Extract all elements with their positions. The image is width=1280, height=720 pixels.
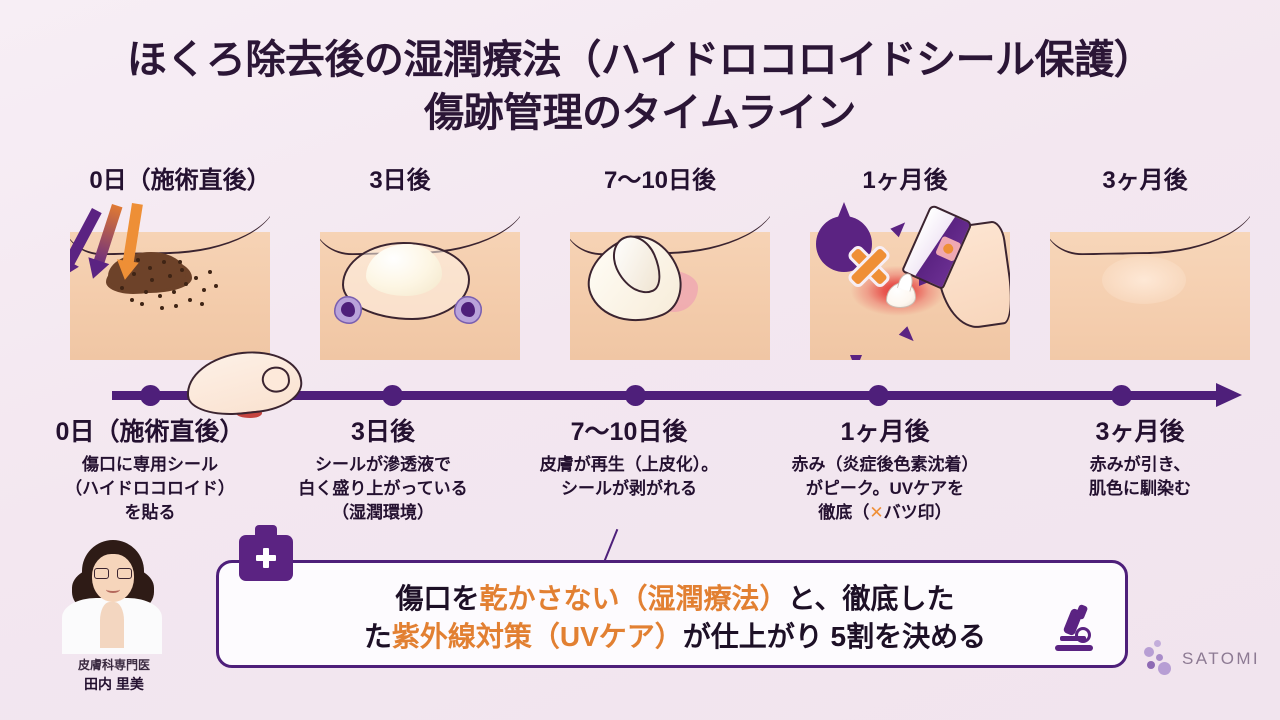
title-line-1: ほくろ除去後の湿潤療法（ハイドロコロイドシール保護）	[126, 38, 1154, 82]
lab-coat	[62, 598, 162, 654]
cross-x-inline-icon: ✕	[869, 503, 884, 523]
callout-line-1: 傷口を乾かさない（湿潤療法）と、徹底した	[219, 585, 1131, 613]
callout-highlight: 紫外線対策（UVケア）	[391, 621, 683, 652]
microscope-icon	[1051, 603, 1097, 651]
doctor-name: 田内 里美	[84, 676, 144, 692]
timeline-node-3[interactable]	[868, 385, 889, 406]
callout-line-2: た紫外線対策（UVケア）が仕上がり 5割を決める	[219, 623, 1131, 651]
stage-heading-0: 0日（施術直後）	[89, 167, 271, 194]
caption-line: 皮膚が再生（上皮化）。	[539, 455, 719, 474]
medical-cross-icon	[254, 546, 278, 570]
caption-body: シールが滲透液で 白く盛り上がっている （湿潤環境）	[272, 453, 494, 525]
glasses-icon	[94, 568, 132, 579]
caption-body: 傷口に専用シール （ハイドロコロイド） を貼る	[25, 453, 275, 525]
timeline-line	[112, 391, 1220, 400]
timeline-node-2[interactable]	[625, 385, 646, 406]
caption-title: 0日（施術直後）	[55, 418, 245, 446]
title-line-2: 傷跡管理のタイムライン	[424, 91, 856, 136]
doctor-photo	[56, 536, 168, 654]
stage-caption-0: 0日（施術直後） 傷口に専用シール （ハイドロコロイド） を貼る	[25, 418, 275, 525]
immune-cell-left	[334, 296, 362, 324]
stage-caption-1: 3日後 シールが滲透液で 白く盛り上がっている （湿潤環境）	[272, 418, 494, 525]
timeline-node-4[interactable]	[1111, 385, 1132, 406]
caption-line: 赤み（炎症後色素沈着）	[791, 455, 979, 474]
stage-heading-2: 7〜10日後	[603, 167, 717, 194]
cream-blob	[886, 282, 916, 308]
doctor-role: 皮膚科専門医	[77, 658, 150, 672]
smile	[106, 586, 120, 593]
caption-line: 傷口に専用シール	[82, 455, 218, 474]
stage-headings-row: 0日（施術直後） 3日後 7〜10日後 1ヶ月後 3ヶ月後	[0, 160, 1280, 194]
caption-line: （湿潤環境）	[332, 503, 434, 523]
doctor-profile: 皮膚科専門医 田内 里美	[34, 536, 194, 716]
stage-caption-4: 3ヶ月後 赤みが引き、 肌色に馴染む	[1020, 418, 1260, 501]
first-aid-kit-icon	[239, 525, 293, 581]
caption-line: 徹底（✕バツ印）	[818, 503, 952, 523]
illustration-peeling-seal	[570, 200, 770, 360]
callout-highlight: 乾かさない（湿潤療法）	[479, 583, 788, 614]
caption-title: 1ヶ月後	[840, 418, 930, 446]
caption-line: シールが滲透液で	[315, 455, 451, 474]
logo-dots-icon	[1142, 640, 1178, 678]
page-title: ほくろ除去後の湿潤療法（ハイドロコロイドシール保護） 傷跡管理のタイムライン	[0, 34, 1280, 140]
caption-line: 白く盛り上がっている	[298, 479, 468, 499]
illustration-sun-blocked-sunscreen	[810, 200, 1010, 360]
cross-x-icon	[846, 244, 890, 288]
timeline-axis	[0, 346, 1280, 420]
illustration-panels	[0, 200, 1280, 375]
illustration-mole-with-arrows	[70, 200, 270, 360]
caption-line: 肌色に馴染む	[1089, 479, 1191, 499]
key-message-callout: 傷口を乾かさない（湿潤療法）と、徹底した た紫外線対策（UVケア）が仕上がり 5…	[216, 525, 1131, 668]
doctor-name-block: 皮膚科専門医 田内 里美	[34, 656, 194, 695]
immune-cell-right	[454, 296, 482, 324]
illustration-white-swollen-seal	[320, 200, 520, 360]
stage-captions-row: 0日（施術直後） 傷口に専用シール （ハイドロコロイド） を貼る 3日後 シール…	[0, 418, 1280, 538]
callout-text: 傷口を	[395, 583, 480, 614]
timeline-arrowhead-icon	[1216, 383, 1242, 407]
caption-title: 7〜10日後	[570, 418, 688, 446]
logo-text: SATOMI	[1182, 649, 1261, 668]
caption-body: 赤み（炎症後色素沈着） がピーク。UVケアを 徹底（✕バツ印）	[762, 453, 1008, 525]
caption-body: 赤みが引き、 肌色に馴染む	[1020, 453, 1260, 501]
callout-text: が仕上がり 5割を決める	[682, 621, 987, 652]
stage-heading-1: 3日後	[369, 167, 431, 194]
callout-text: と、徹底した	[787, 583, 955, 614]
caption-body: 皮膚が再生（上皮化）。 シールが剥がれる	[518, 453, 740, 501]
caption-line: 赤みが引き、	[1089, 455, 1191, 474]
timeline-node-1[interactable]	[382, 385, 403, 406]
brand-logo: SATOMI	[1142, 638, 1262, 682]
caption-line: （ハイドロコロイド）	[65, 479, 235, 499]
hydrocolloid-swelling	[366, 244, 442, 296]
stage-heading-3: 1ヶ月後	[862, 167, 948, 194]
caption-line: を貼る	[124, 503, 176, 523]
stage-heading-4: 3ヶ月後	[1102, 167, 1188, 194]
stage-caption-3: 1ヶ月後 赤み（炎症後色素沈着） がピーク。UVケアを 徹底（✕バツ印）	[762, 418, 1008, 525]
caption-title: 3日後	[351, 418, 415, 446]
caption-line: シールが剥がれる	[561, 479, 697, 499]
mole-shape	[108, 252, 186, 292]
caption-line: がピーク。UVケアを	[805, 479, 965, 499]
caption-title: 3ヶ月後	[1095, 418, 1185, 446]
faded-scar-area	[1102, 256, 1186, 304]
timeline-node-0[interactable]	[140, 385, 161, 406]
illustration-healed-skin	[1050, 200, 1250, 360]
callout-text: た	[363, 621, 392, 652]
pigment-dots	[114, 256, 224, 312]
stage-caption-2: 7〜10日後 皮膚が再生（上皮化）。 シールが剥がれる	[518, 418, 740, 501]
